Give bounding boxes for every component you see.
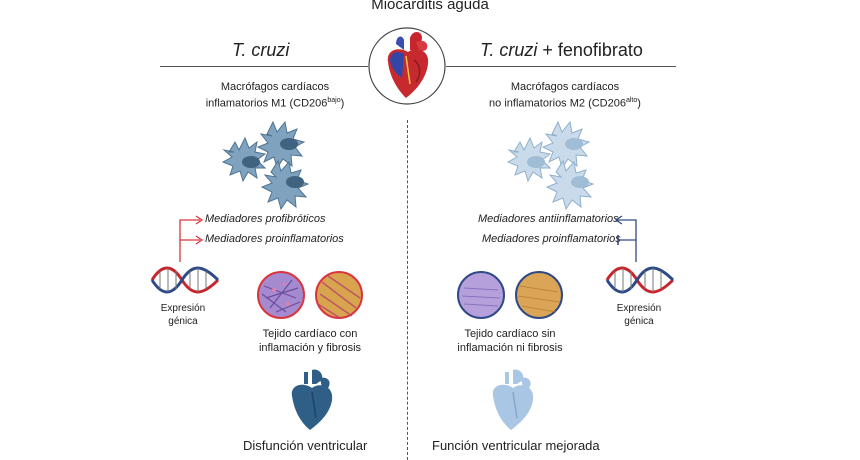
left-activation-arrows xyxy=(179,215,204,262)
left-heart-icon xyxy=(291,369,333,430)
left-tissue-label: Tejido cardíaco con inflamación y fibros… xyxy=(240,327,380,355)
right-gene-expression-line2: génica xyxy=(624,316,654,327)
left-tissue-histology-icon xyxy=(257,271,363,319)
heart-anatomy-icon xyxy=(368,27,446,105)
right-dna-helix-icon xyxy=(605,266,675,294)
right-divider-line xyxy=(446,66,676,67)
right-heading-italic: T. cruzi xyxy=(480,40,538,60)
left-gene-expression-line2: génica xyxy=(168,316,198,327)
right-regulation-arrows xyxy=(614,215,637,262)
m1-macrophage-cluster-icon xyxy=(221,120,310,211)
left-heading-italic: T. cruzi xyxy=(232,40,290,60)
right-mediator-proinflammatory: Mediadores proinflamatorios xyxy=(482,233,621,245)
left-mediator-proinflammatory: Mediadores proinflamatorios xyxy=(205,233,344,245)
left-gene-expression-label: Expresión génica xyxy=(148,302,218,328)
center-dashed-divider xyxy=(407,120,408,460)
left-gene-expression-line1: Expresión xyxy=(160,303,206,314)
left-macrophage-label-line2: inflamatorios M1 (CD206 xyxy=(205,97,328,110)
right-macrophage-label-line2: no inflamatorios M2 (CD206 xyxy=(489,97,626,110)
left-divider-line xyxy=(160,66,368,67)
diagram-title: Miocarditis aguda xyxy=(371,0,489,13)
right-macrophage-label-end: ) xyxy=(637,97,641,110)
right-gene-expression-line1: Expresión xyxy=(616,303,662,314)
right-macrophage-label-line1: Macrófagos cardíacos xyxy=(510,81,620,93)
right-outcome-label: Función ventricular mejorada xyxy=(432,438,600,453)
left-macrophage-sup: bajo xyxy=(327,97,341,104)
left-macrophage-label-end: ) xyxy=(340,97,345,110)
right-heading-rest: + fenofibrato xyxy=(537,40,643,60)
left-dna-helix-icon xyxy=(150,266,220,294)
right-mediator-antiinflammatory: Mediadores antiinflamatorios xyxy=(478,213,619,225)
left-tissue-label-line1: Tejido cardíaco con xyxy=(262,328,358,340)
left-tissue-label-line2: inflamación y fibrosis xyxy=(258,342,362,354)
right-gene-expression-label: Expresión génica xyxy=(604,302,674,328)
right-heading: T. cruzi + fenofibrato xyxy=(480,40,643,61)
left-macrophage-label-line1: Macrófagos cardíacos xyxy=(220,81,330,93)
right-tissue-label: Tejido cardíaco sin inflamación ni fibro… xyxy=(440,327,580,355)
right-tissue-histology-icon xyxy=(457,271,563,319)
left-heading: T. cruzi xyxy=(232,40,289,61)
left-outcome-label: Disfunción ventricular xyxy=(243,438,368,453)
right-macrophage-label: Macrófagos cardíacos no inflamatorios M2… xyxy=(470,80,660,111)
right-macrophage-sup: alto xyxy=(625,97,638,104)
left-macrophage-label: Macrófagos cardíacos inflamatorios M1 (C… xyxy=(180,80,370,111)
right-tissue-label-line2: inflamación ni fibrosis xyxy=(457,342,563,354)
m2-macrophage-cluster-icon xyxy=(506,120,595,211)
right-heart-icon xyxy=(492,369,534,430)
right-tissue-label-line1: Tejido cardíaco sin xyxy=(464,328,556,340)
left-mediator-profibrotic: Mediadores profibróticos xyxy=(205,213,326,225)
